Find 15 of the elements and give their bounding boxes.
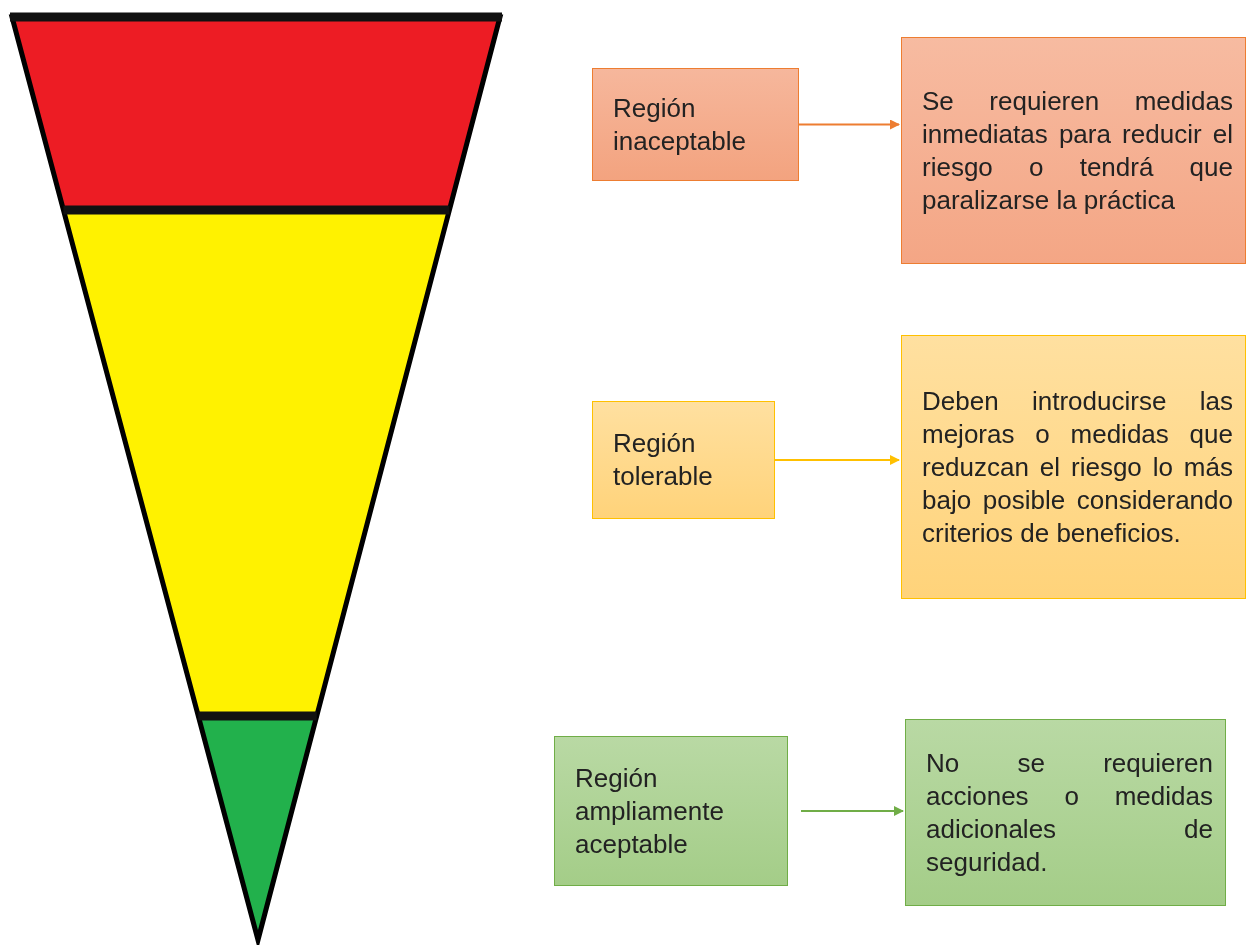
region-box [592, 68, 799, 181]
description-text: Se requieren medidas inmediatas para reducir el riesgo o tendrá que paralizarse la práctica [922, 84, 1233, 217]
region-label: Región inaceptable [613, 91, 747, 158]
region-label: Región ampliamente aceptable [575, 761, 725, 861]
description-box [905, 719, 1226, 906]
region-box [554, 736, 788, 886]
description-text: Deben introducirse las mejoras o medidas que reduzcan el riesgo lo más bajo posible considerando criterios de beneficios. [922, 384, 1233, 550]
arrow [800, 806, 904, 816]
region-label: Región tolerable [613, 427, 714, 493]
description-text: No se requieren acciones o medidas adicionales de seguridad. [926, 746, 1213, 879]
description-box [901, 37, 1246, 264]
region-box [592, 401, 775, 519]
description-box [901, 335, 1246, 599]
arrow [774, 455, 900, 465]
arrow [798, 119, 900, 130]
